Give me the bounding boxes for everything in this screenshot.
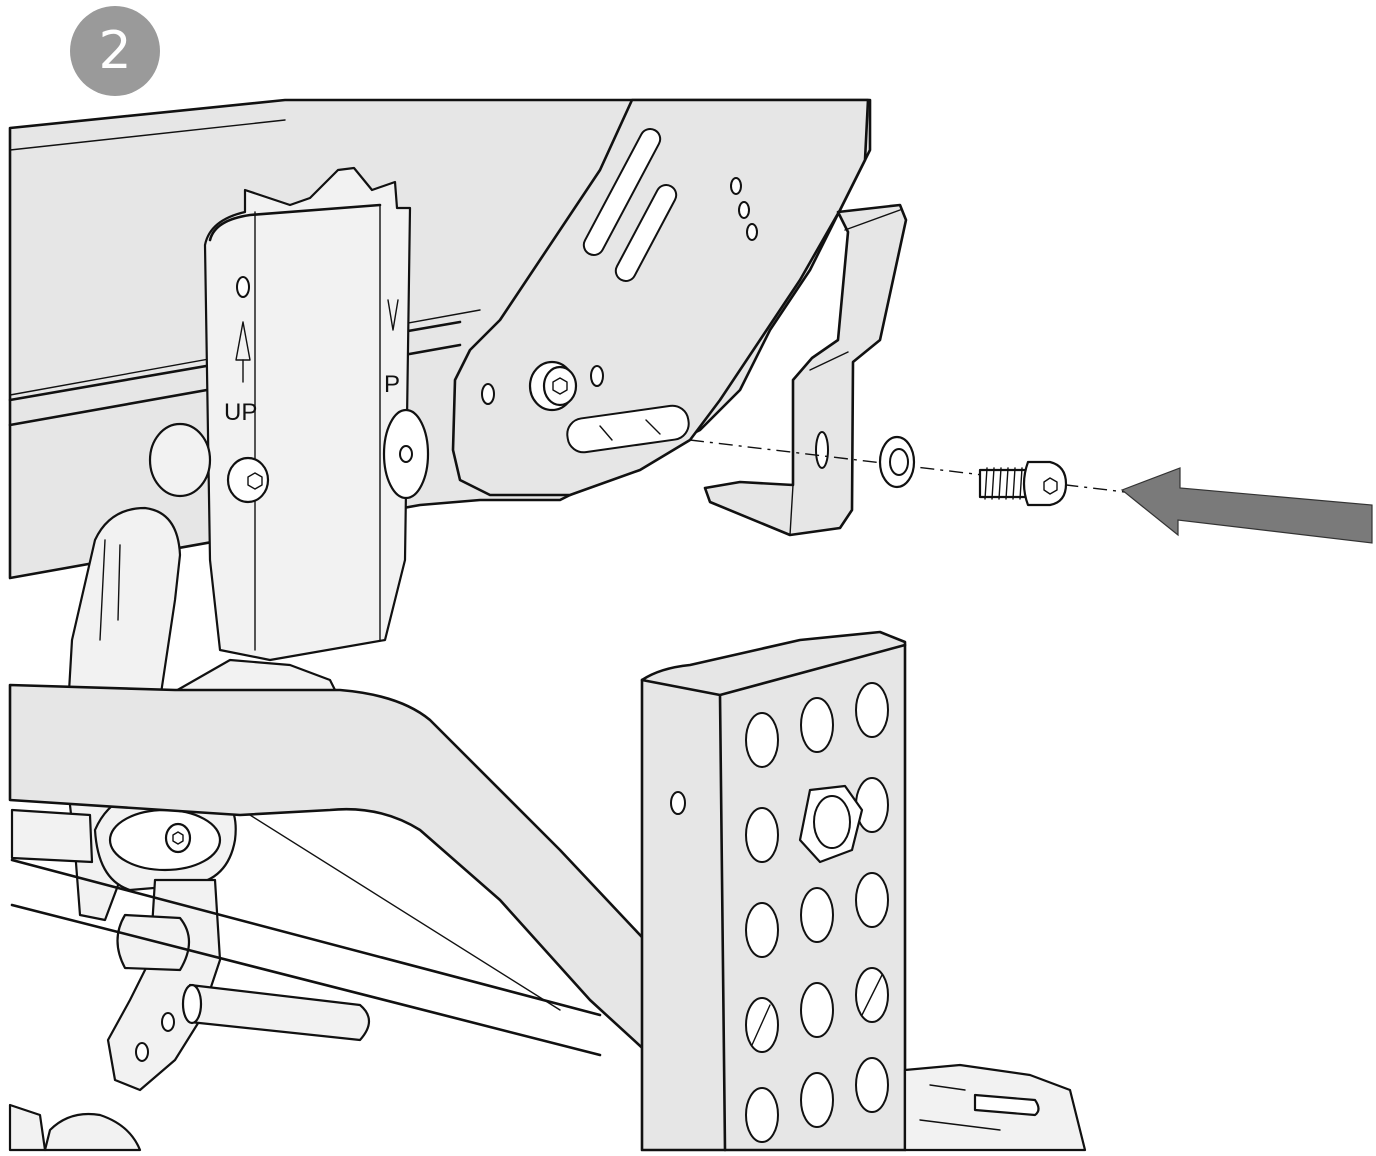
perforated-post xyxy=(640,630,907,1152)
cap-screw xyxy=(978,460,1068,507)
up-marking-partial-text: P xyxy=(384,371,400,398)
bottom-left-wheels xyxy=(8,1103,142,1152)
l-bracket xyxy=(703,203,908,537)
insertion-direction-arrow xyxy=(1120,467,1373,544)
washer xyxy=(878,435,916,489)
lower-mount xyxy=(10,758,602,1092)
up-marking-text: UP xyxy=(224,399,257,426)
socket-bolt-on-plate xyxy=(528,360,578,412)
holder-block: UP P xyxy=(148,166,430,662)
bottom-clamp xyxy=(903,1063,1087,1152)
clamp-knob xyxy=(93,788,237,892)
step-number-badge: 2 xyxy=(70,6,160,96)
hex-nut xyxy=(798,784,864,864)
